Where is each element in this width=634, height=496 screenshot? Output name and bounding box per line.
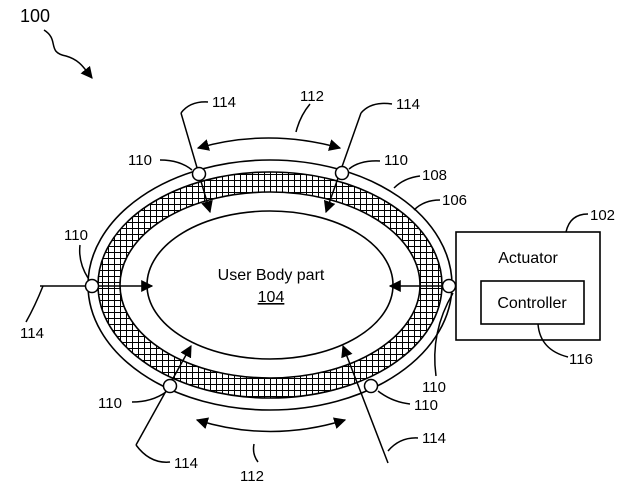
force-arrow-top-left (180, 112, 213, 214)
leader-112-bottom (252, 443, 259, 463)
figure-number-label: 100 (20, 6, 50, 26)
ref-114-bottom-right: 114 (422, 430, 446, 447)
ref-110-left: 110 (64, 227, 88, 244)
leader-106 (413, 199, 441, 211)
leader-102 (565, 213, 589, 233)
leader-112-top (295, 103, 311, 133)
leader-108 (393, 175, 421, 189)
body-part-label: User Body part (218, 267, 325, 284)
controller-box (480, 280, 585, 325)
ref-110-top-right: 110 (384, 152, 408, 169)
leader-114-left (25, 285, 44, 323)
ref-110-bottom-left: 110 (98, 395, 122, 412)
leader-110-bottom-left (131, 391, 167, 403)
ref-110-right: 110 (422, 379, 446, 396)
body-part-number: 104 (258, 289, 285, 306)
node-right (441, 278, 457, 294)
ref-116: 116 (569, 351, 593, 368)
ref-114-top-right: 114 (396, 96, 420, 113)
node-bottom-left (162, 378, 178, 394)
ref-114-top-left: 114 (212, 94, 236, 111)
leader-110-right (434, 292, 454, 377)
actuator-label: Actuator (498, 250, 558, 267)
rotation-arrow-bottom (195, 417, 347, 433)
leader-114-bottom-right (387, 437, 419, 452)
leader-110-top-left (159, 159, 193, 171)
ref-114-bottom-left: 114 (174, 455, 198, 472)
ref-102: 102 (590, 207, 615, 224)
node-bottom-right (363, 378, 379, 394)
node-top-right (334, 165, 350, 181)
leader-114-bottom-left (135, 444, 171, 463)
ref-108: 108 (422, 167, 447, 184)
ref-110-bottom-right: 110 (414, 397, 438, 414)
ref-110-top-left: 110 (128, 152, 152, 169)
ref-112-top: 112 (300, 88, 324, 105)
ref-106: 106 (442, 192, 467, 209)
ref-114-left: 114 (20, 325, 44, 342)
controller-label: Controller (497, 295, 567, 312)
ref-112-bottom: 112 (240, 468, 264, 485)
force-arrow-top-right (323, 112, 362, 214)
node-left (84, 278, 100, 294)
force-arrow-bottom-left (135, 344, 192, 446)
leader-110-left (78, 244, 89, 279)
leader-110-top-right (348, 160, 381, 170)
figure-pointer-arrow (43, 29, 93, 79)
rotation-arrow-top (196, 137, 342, 151)
force-arrow-bottom-right (341, 344, 389, 464)
leader-110-bottom-right (377, 390, 411, 405)
leader-114-top-left (180, 101, 209, 114)
leader-114-top-right (360, 102, 393, 114)
node-top-left (191, 166, 207, 182)
body-part-region (146, 210, 394, 360)
leader-116 (537, 323, 569, 358)
